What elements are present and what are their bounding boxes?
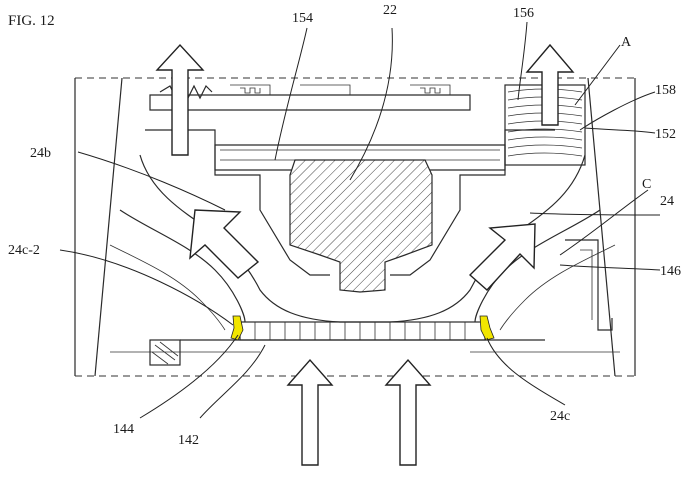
ref-label-146: 146	[660, 264, 681, 279]
outer-housing	[74, 77, 636, 377]
ref-label-142: 142	[178, 433, 199, 448]
right-bracket	[565, 239, 613, 331]
ref-label-A: A	[621, 35, 632, 50]
right-seal-highlight-icon	[479, 315, 495, 341]
outlet-arrow-right-icon	[525, 43, 575, 126]
motor-frame	[145, 129, 555, 276]
ref-label-24c-2: 24c-2	[8, 243, 40, 258]
ref-label-24c: 24c	[550, 409, 570, 424]
ref-label-156: 156	[513, 6, 534, 21]
inlet-arrow-left-icon	[286, 358, 334, 466]
outlet-arrow-left-icon	[155, 43, 205, 156]
left-seal-highlight-icon	[230, 315, 244, 341]
ref-label-C: C	[642, 177, 651, 192]
inner-airflow-arrows	[189, 209, 536, 291]
inlet-arrow-right-icon	[384, 358, 432, 466]
left-clamp	[149, 339, 181, 366]
ref-label-158: 158	[655, 83, 676, 98]
ref-label-144: 144	[113, 422, 134, 437]
ref-label-154: 154	[292, 11, 313, 26]
ref-label-24: 24	[660, 194, 674, 209]
motor-core-hatched-icon	[289, 159, 433, 293]
motor-mount-plate	[149, 84, 471, 111]
figure-label: FIG. 12	[8, 13, 55, 29]
impeller-blades	[110, 321, 620, 353]
ref-label-22: 22	[383, 3, 397, 18]
ref-label-24b: 24b	[30, 146, 51, 161]
ref-label-152: 152	[655, 127, 676, 142]
leader-lines	[59, 21, 661, 419]
